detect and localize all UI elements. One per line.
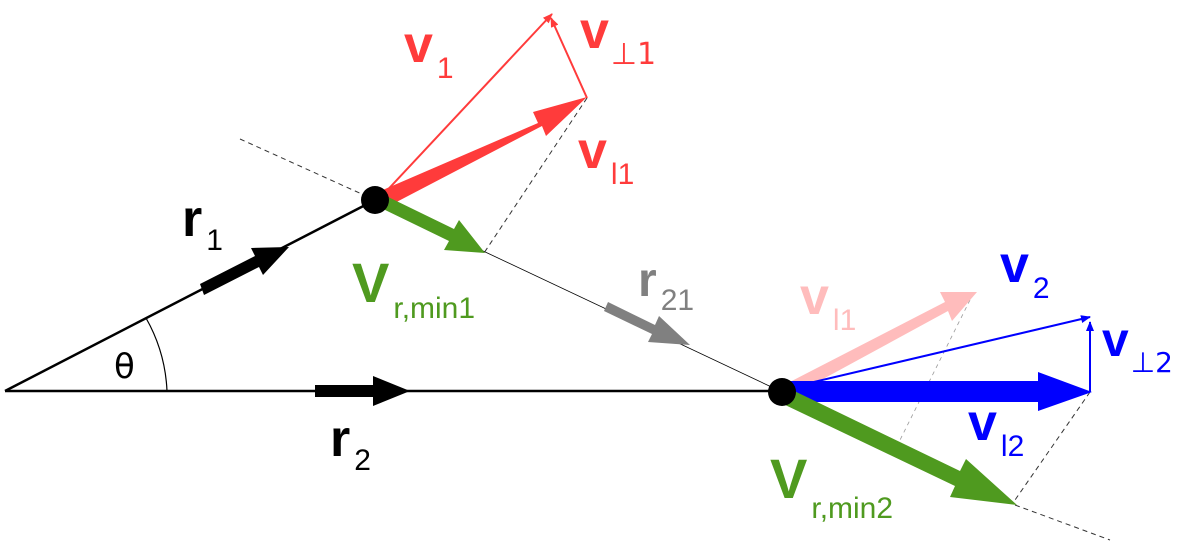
v-perp-1-arrow: [550, 17, 588, 99]
v-rmin-2-arrow: [781, 387, 1017, 505]
dashed-line-bottom-right: [1014, 504, 1111, 541]
v2-arrow: [783, 315, 1091, 390]
v-parallel-1-arrow: [378, 97, 587, 208]
v-parallel-1-ghost-arrow: [782, 292, 977, 397]
r2-arrow: [315, 376, 410, 406]
r1-arrow: [200, 247, 289, 295]
point-mass-1: [361, 186, 389, 214]
dashed-line-top-left: [239, 138, 376, 201]
point-mass-2: [768, 378, 796, 406]
label-v-perp-1: v⊥1: [580, 2, 656, 72]
v-rmin-1-arrow: [377, 194, 485, 253]
v-parallel-2-arrow: [782, 372, 1092, 411]
dashed-line-v2-proj: [1014, 391, 1091, 501]
theta-arc: [145, 317, 168, 392]
label-v-perp-2: v⊥2: [1102, 314, 1173, 379]
label-theta: θ: [114, 347, 135, 387]
dashed-line-v1-proj: [483, 97, 588, 254]
r1-line: [4, 198, 376, 393]
v1-arrow: [379, 13, 553, 199]
r21-arrow: [604, 302, 690, 345]
dashed-line-ghost-proj: [899, 299, 971, 441]
